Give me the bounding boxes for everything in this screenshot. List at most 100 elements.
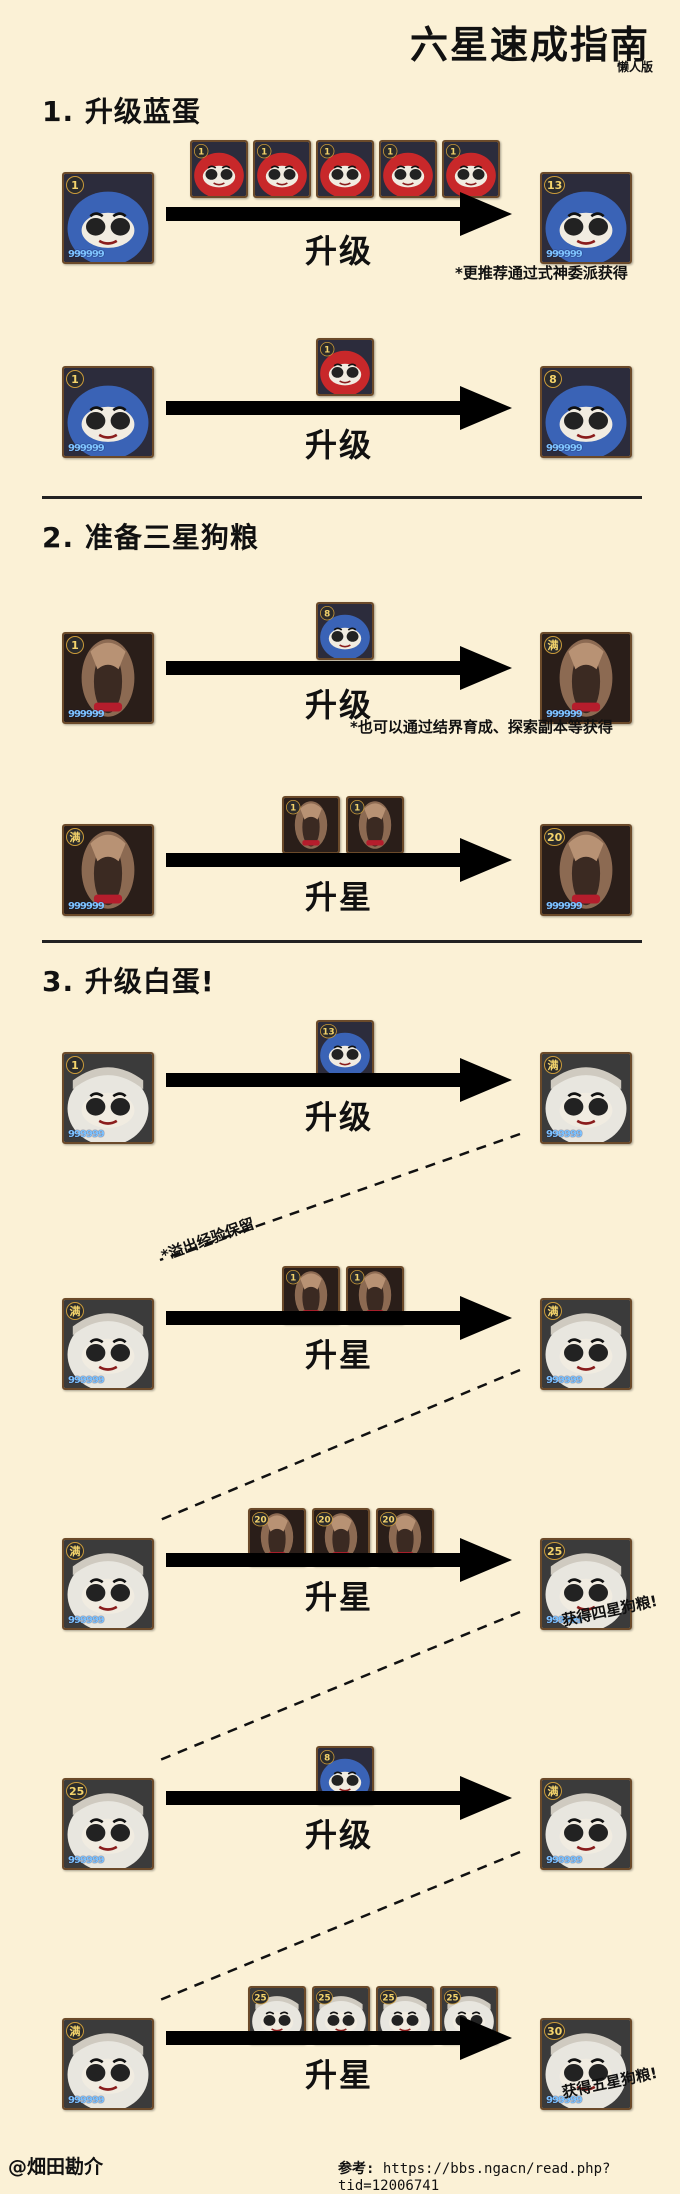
white-daruma-portrait: 1 999999 xyxy=(62,1052,154,1144)
level-badge: 满 xyxy=(544,1056,562,1074)
star-row: 999999 xyxy=(546,1129,583,1140)
note-commission: *更推荐通过式神委派获得 xyxy=(455,264,628,282)
star-row: 999999 xyxy=(68,901,105,912)
level-badge: 8 xyxy=(320,1750,335,1765)
star-row: 999999 xyxy=(546,1855,583,1866)
level-badge: 20 xyxy=(252,1512,270,1527)
doll-portrait: 1 999999 xyxy=(62,632,154,724)
blue-daruma-small: 13 xyxy=(316,1020,374,1078)
blue-daruma-small: 8 xyxy=(316,602,374,660)
level-badge: 1 xyxy=(350,1270,365,1285)
dashed-connector xyxy=(159,1368,521,1522)
level-badge: 25 xyxy=(444,1990,462,2005)
star-row: 999999 xyxy=(68,1855,105,1866)
level-badge: 25 xyxy=(380,1990,398,2005)
flow-arrow xyxy=(166,386,512,430)
doll-portrait: 20 999999 xyxy=(540,824,632,916)
level-badge: 满 xyxy=(544,1782,562,1800)
note-other-sources: *也可以通过结界育成、探索副本等获得 xyxy=(350,718,613,736)
section-divider-1 xyxy=(42,496,642,499)
level-badge: 8 xyxy=(320,606,335,621)
doll-portrait: 满 999999 xyxy=(62,824,154,916)
white-daruma-portrait: 满 999999 xyxy=(540,1052,632,1144)
star-row: 999999 xyxy=(68,709,105,720)
label-star-up: 升星 xyxy=(305,2056,374,2094)
level-badge: 1 xyxy=(286,1270,301,1285)
white-daruma-portrait: 25 999999 xyxy=(540,1538,632,1630)
level-badge: 1 xyxy=(320,144,335,159)
star-row: 999999 xyxy=(546,1615,583,1626)
flow-arrow xyxy=(166,192,512,236)
level-badge: 1 xyxy=(66,370,84,388)
level-badge: 1 xyxy=(446,144,461,159)
level-badge: 1 xyxy=(66,176,84,194)
label-star-up: 升星 xyxy=(305,1578,374,1616)
label-upgrade: 升级 xyxy=(305,232,374,270)
level-badge: 满 xyxy=(66,1542,84,1560)
star-row: 999999 xyxy=(68,249,105,260)
star-row: 999999 xyxy=(546,1375,583,1386)
label-upgrade: 升级 xyxy=(305,1098,374,1136)
white-daruma-portrait: 25 999999 xyxy=(62,1778,154,1870)
star-row: 999999 xyxy=(68,443,105,454)
level-badge: 1 xyxy=(350,800,365,815)
level-badge: 13 xyxy=(544,176,566,194)
level-badge: 1 xyxy=(66,636,84,654)
star-row: 999999 xyxy=(68,1375,105,1386)
flow-arrow xyxy=(166,1776,512,1820)
level-badge: 13 xyxy=(320,1024,338,1039)
white-daruma-portrait: 满 999999 xyxy=(62,1538,154,1630)
white-daruma-portrait: 满 999999 xyxy=(62,1298,154,1390)
page-subtitle: 懒人版 xyxy=(617,60,654,74)
reference-url[interactable]: https://bbs.ngacn/read.php?tid=12006741 xyxy=(338,2161,611,2194)
dashed-connector xyxy=(159,1850,521,2002)
flow-arrow xyxy=(166,1296,512,1340)
star-row: 999999 xyxy=(68,1615,105,1626)
red-daruma-small: 1 xyxy=(190,140,248,198)
red-daruma-small: 1 xyxy=(253,140,311,198)
red-daruma-small: 1 xyxy=(316,338,374,396)
red-daruma-small: 1 xyxy=(379,140,437,198)
white-daruma-portrait: 满 999999 xyxy=(540,1778,632,1870)
label-upgrade: 升级 xyxy=(305,1816,374,1854)
reference-label: 参考: xyxy=(338,2161,375,2177)
section-title-1: 1. 升级蓝蛋 xyxy=(42,95,201,128)
section-divider-2 xyxy=(42,940,642,943)
level-badge: 满 xyxy=(66,1302,84,1320)
label-star-up: 升星 xyxy=(305,1336,374,1374)
level-badge: 20 xyxy=(380,1512,398,1527)
level-badge: 20 xyxy=(544,828,566,846)
level-badge: 满 xyxy=(66,828,84,846)
section-title-2: 2. 准备三星狗粮 xyxy=(42,521,259,554)
star-row: 999999 xyxy=(546,901,583,912)
label-upgrade: 升级 xyxy=(305,686,374,724)
level-badge: 8 xyxy=(544,370,562,388)
reference-line: 参考: https://bbs.ngacn/read.php?tid=12006… xyxy=(338,2158,680,2194)
level-badge: 25 xyxy=(66,1782,88,1800)
author-handle: @畑田勘介 xyxy=(8,2156,104,2178)
flow-arrow xyxy=(166,646,512,690)
flow-arrow xyxy=(166,1538,512,1582)
star-row: 999999 xyxy=(546,249,583,260)
white-daruma-portrait: 满 999999 xyxy=(540,1298,632,1390)
level-badge: 25 xyxy=(252,1990,270,2005)
flow-arrow xyxy=(166,1058,512,1102)
dashed-connector xyxy=(159,1132,521,1262)
flow-arrow xyxy=(166,838,512,882)
flow-arrow xyxy=(166,2016,512,2060)
star-row: 999999 xyxy=(68,1129,105,1140)
dashed-connector xyxy=(159,1610,521,1762)
level-badge: 1 xyxy=(66,1056,84,1074)
level-badge: 25 xyxy=(316,1990,334,2005)
section-title-3: 3. 升级白蛋! xyxy=(42,965,215,998)
level-badge: 25 xyxy=(544,1542,566,1560)
level-badge: 满 xyxy=(544,1302,562,1320)
level-badge: 1 xyxy=(257,144,272,159)
blue-daruma-portrait: 13 999999 xyxy=(540,172,632,264)
label-upgrade: 升级 xyxy=(305,426,374,464)
